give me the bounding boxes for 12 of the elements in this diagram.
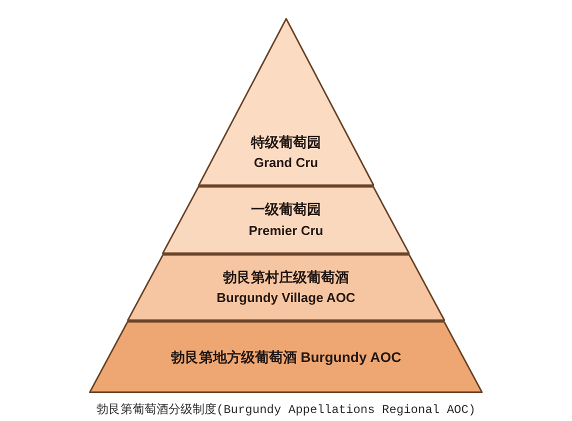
pyramid-tier — [198, 18, 374, 186]
tier-title: 勃艮第村庄级葡萄酒 — [222, 268, 349, 286]
tier-subtitle: Grand Cru — [254, 155, 318, 172]
pyramid-tier — [126, 254, 446, 321]
caption: 勃艮第葡萄酒分级制度(Burgundy Appellations Regional AOC) — [96, 403, 476, 417]
pyramid-tier — [162, 186, 410, 254]
tier-subtitle: Premier Cru — [248, 222, 324, 240]
pyramid-tier — [89, 321, 483, 393]
tier-title: 特级葡萄园 — [250, 132, 321, 152]
tier-title: 一级葡萄园 — [250, 200, 321, 219]
tier-title: 勃艮第地方级葡萄酒 Burgundy AOC — [170, 348, 402, 366]
tier-subtitle: Burgundy Village AOC — [216, 290, 356, 308]
